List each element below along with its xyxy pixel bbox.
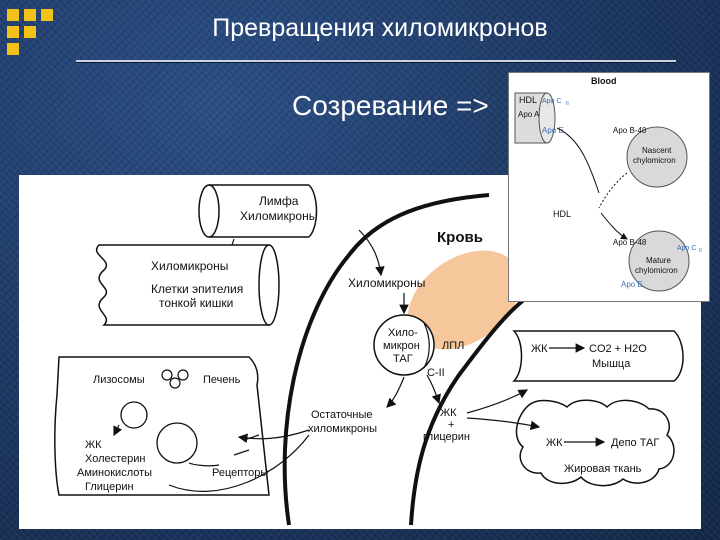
inset-apo-e-top: Apo E	[542, 126, 564, 135]
adipose-label: Жировая ткань	[564, 463, 642, 475]
arrow-fa-to-adipose	[466, 417, 541, 431]
inset-apo-b48-top: Apo B-48	[613, 126, 647, 135]
muscle-products-label: CO2 + H2O	[589, 343, 647, 355]
residual-label-1: Остаточные	[311, 409, 372, 421]
adipose-depot-label: Депо ТАГ	[611, 437, 659, 449]
inset-hdl-top: HDL	[519, 95, 537, 105]
accent-square	[7, 9, 19, 21]
accent-square	[24, 9, 36, 21]
blood-label: Кровь	[437, 229, 483, 246]
arrow-to-residual	[386, 376, 405, 408]
vessel-wall-left	[282, 193, 490, 526]
slide-subtitle: Созревание =>	[292, 90, 489, 121]
inset-dashed-arrow	[598, 172, 628, 209]
muscle-fa-label: ЖК	[531, 343, 548, 355]
return-path	[168, 434, 310, 492]
arrow-fa-to-muscle	[466, 389, 529, 414]
adipose-fa-label: ЖК	[546, 437, 563, 449]
fa-glycerol-3: глицерин	[423, 431, 470, 443]
lysosomes-label: Лизосомы	[93, 374, 145, 386]
intestine-cells-label: Клетки эпителия	[151, 282, 243, 296]
inset-arrow-transfer	[556, 127, 600, 194]
chylo-label-3: ТАГ	[393, 353, 413, 365]
inset-apo-c-top-sub: II	[566, 101, 569, 107]
inset-nascent-2: chylomicron	[633, 156, 676, 165]
title-divider	[76, 60, 676, 62]
main-diagram-svg: Лимфа Хиломикроны Хиломикроны Клетки эпи…	[54, 184, 684, 526]
lpl-label: ЛПЛ	[442, 340, 464, 352]
inset-apo-c-top: Apo C	[542, 98, 561, 105]
liver-cell	[54, 356, 270, 496]
slide-title: Превращения хиломикронов	[212, 14, 548, 42]
inset-apo-e-bottom: Apo E	[621, 280, 643, 289]
lymph-label: Лимфа	[259, 194, 299, 208]
inset-hdl-mid: HDL	[553, 209, 571, 219]
inset-nascent-1: Nascent	[642, 146, 672, 155]
muscle-label: Мышца	[592, 358, 631, 370]
fat-highlight	[407, 250, 521, 350]
mature-chylomicron-circle	[628, 230, 690, 292]
inset-mature-2: chylomicron	[635, 266, 678, 275]
arrow-lysosome-to-products	[113, 424, 123, 437]
inset-apo-a: Apo A	[518, 110, 540, 119]
nascent-chylomicron-circle	[626, 126, 688, 188]
muscle-tissue	[512, 330, 684, 382]
arrow-lymph-to-blood	[358, 229, 385, 277]
inset-arrow-to-mature	[600, 212, 628, 240]
chylomicron-maturation-inset: Blood HDL Apo C II Apo A Apo E Apo B-48 …	[508, 72, 710, 302]
intestine-epithelium	[96, 244, 280, 326]
inset-mature-1: Mature	[646, 256, 671, 265]
accent-square	[41, 9, 53, 21]
liver-label: Печень	[203, 374, 241, 386]
inset-apo-c-bottom: Apo C	[677, 245, 696, 252]
arrow-to-fa-glycerol	[426, 374, 441, 405]
fa-glycerol-1: ЖК	[440, 407, 457, 419]
accent-square	[7, 43, 19, 55]
lymph-vessel	[198, 184, 318, 238]
fa-glycerol-2: +	[448, 419, 454, 431]
hdl-particle-top	[514, 92, 556, 144]
arrow-residual-to-liver	[237, 429, 310, 443]
residual-label-2: хиломикроны	[308, 423, 377, 435]
inset-apo-c-bottom-sub: II	[699, 248, 702, 254]
vessel-wall-right	[409, 283, 550, 526]
lymph-chylomicrons-label: Хиломикроны	[240, 209, 317, 223]
chylomicron-metabolism-diagram: Лимфа Хиломикроны Хиломикроны Клетки эпи…	[19, 175, 701, 529]
liver-products-2: Холестерин	[85, 453, 146, 465]
liver-products-4: Глицерин	[85, 481, 134, 493]
accent-square	[24, 26, 36, 38]
chylo-label-2: микрон	[383, 340, 420, 352]
liver-products-1: ЖК	[85, 439, 102, 451]
accent-square	[7, 26, 19, 38]
blood-chylomicrons-label: Хиломикроны	[348, 276, 425, 290]
intestine-chylomicrons-label: Хиломикроны	[151, 259, 228, 273]
chylo-label-1: Хило-	[388, 327, 418, 339]
inset-blood-label: Blood	[591, 76, 617, 86]
receptor-marks	[233, 434, 260, 456]
inset-apo-b48-bottom: Apo B-48	[613, 238, 647, 247]
c2-label: C-II	[427, 367, 445, 379]
receptors-label: Рецепторы	[212, 467, 268, 479]
liver-products-3: Аминокислоты	[77, 467, 152, 479]
adipose-tissue	[515, 399, 675, 487]
inset-svg: Blood HDL Apo C II Apo A Apo E Apo B-48 …	[514, 76, 702, 292]
arrow-receptors	[188, 462, 220, 467]
intestine-small-label: тонкой кишки	[159, 296, 233, 310]
lpl-contact	[423, 322, 430, 369]
chylomicron-particle	[373, 314, 435, 376]
